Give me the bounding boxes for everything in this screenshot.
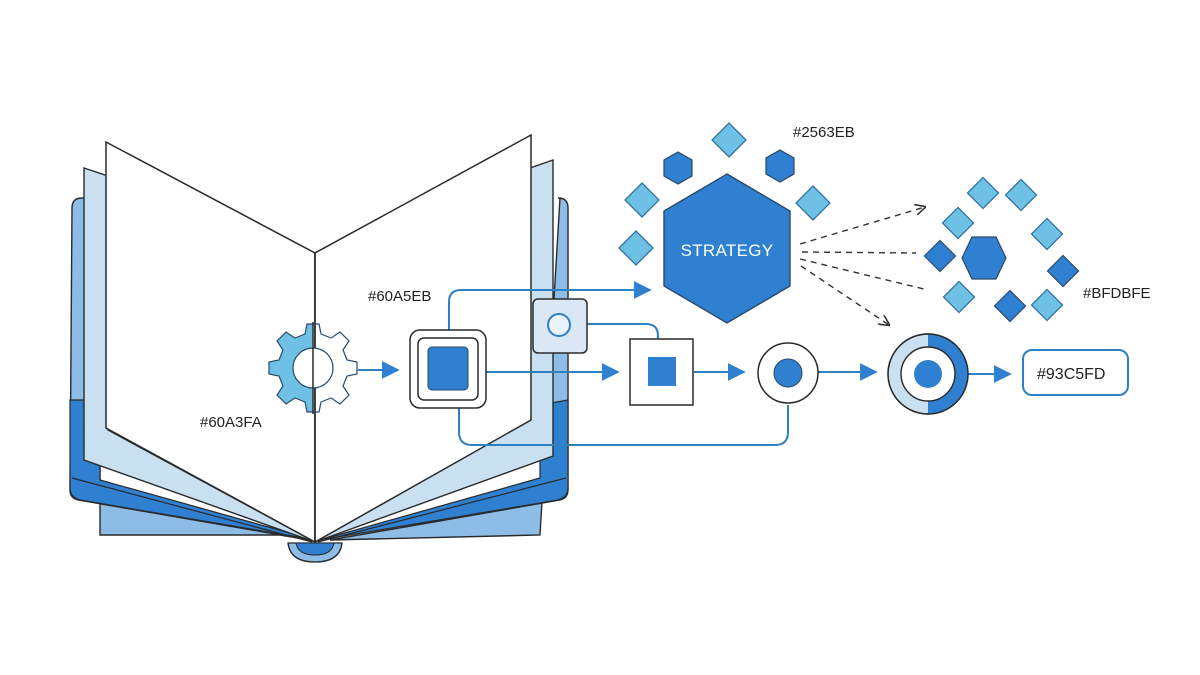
target-ring-node[interactable] (887, 333, 969, 415)
diamond-shape (1004, 178, 1038, 212)
dashed-rays (799, 207, 929, 325)
output-color-box[interactable]: #93C5FD (1022, 349, 1129, 396)
hexagon-shape (663, 151, 693, 185)
output-color-label: #93C5FD (1037, 366, 1105, 383)
diamond-shape (618, 230, 654, 266)
gear-color-label: #60A3FA (200, 414, 262, 431)
book-cover-bottom-left (69, 399, 316, 541)
diamond-shape (711, 122, 747, 158)
junction-node[interactable] (532, 298, 588, 354)
connector-input-loop-to-circle (458, 405, 789, 446)
strategy-label: STRATEGY (681, 241, 774, 260)
strategy-cluster: STRATEGY (618, 122, 831, 324)
diamond-shape (993, 289, 1027, 323)
output-cluster (923, 176, 1080, 323)
gear-icon (268, 322, 358, 414)
diamond-shape (1030, 217, 1064, 251)
hexagon-shape (961, 236, 1007, 280)
strategy-color-label: #2563EB (793, 124, 855, 141)
strategy-hexagon[interactable] (663, 173, 791, 324)
diamond-shape (941, 206, 975, 240)
diamond-shape (966, 176, 1000, 210)
input-node-core (427, 346, 469, 391)
diamond-shape (1046, 254, 1080, 288)
diamond-shape (1030, 288, 1064, 322)
input-node[interactable] (409, 329, 487, 409)
connector-input-to-strategy (448, 281, 652, 331)
book-cover-bottom-right (319, 399, 569, 541)
diamond-shape (923, 239, 957, 273)
diamond-shape (795, 185, 831, 221)
connector-junction-to-square (571, 323, 659, 340)
flow-color-label: #60A5EB (368, 288, 431, 305)
diamond-shape (624, 182, 660, 218)
flow-connectors (358, 281, 1012, 446)
cluster-color-label: #BFDBFE (1083, 285, 1151, 302)
diamond-shape (942, 280, 976, 314)
hexagon-shape (765, 149, 795, 183)
process-circle-node[interactable] (757, 342, 819, 404)
process-square-node[interactable] (629, 338, 694, 406)
